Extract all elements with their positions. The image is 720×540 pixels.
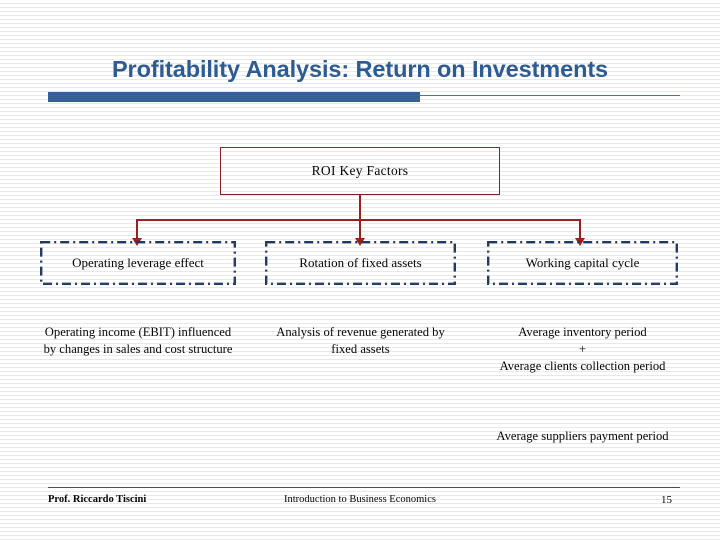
factor-description-0: Operating income (EBIT) influenced by ch… (43, 325, 233, 356)
factor-node-working-capital-cycle[interactable]: Working capital cycle (487, 241, 678, 285)
footer-divider (48, 487, 680, 489)
title-underline-thick (48, 92, 420, 102)
footer-subject: Introduction to Business Economics (284, 494, 436, 505)
diagram-root-label: ROI Key Factors (311, 163, 409, 178)
factor-node-rotation-fixed-assets[interactable]: Rotation of fixed assets (265, 241, 456, 285)
factor-label-2: Working capital cycle (525, 254, 640, 270)
connector-branch-left (136, 219, 138, 241)
title-block: Profitability Analysis: Return on Invest… (0, 56, 720, 104)
diagram-root-node[interactable]: ROI Key Factors (220, 147, 500, 195)
factor-label-1: Rotation of fixed assets (299, 254, 422, 270)
factor-description-2: Average inventory period + Average clien… (499, 325, 666, 373)
factor-description-1: Analysis of revenue generated by fixed a… (276, 325, 445, 356)
footer-page-number: 15 (661, 494, 672, 506)
page-title: Profitability Analysis: Return on Invest… (111, 56, 609, 82)
factor-label-0: Operating leverage effect (72, 254, 204, 270)
footer-author: Prof. Riccardo Tiscini (48, 494, 147, 505)
connector-branch-middle (359, 219, 361, 241)
footer: Prof. Riccardo Tiscini Introduction to B… (0, 494, 720, 516)
connector-root-stem (359, 195, 361, 220)
factor-node-operating-leverage[interactable]: Operating leverage effect (40, 241, 236, 285)
connector-branch-right (579, 219, 581, 241)
factor-description-2-extra: Average suppliers payment period (496, 429, 669, 443)
